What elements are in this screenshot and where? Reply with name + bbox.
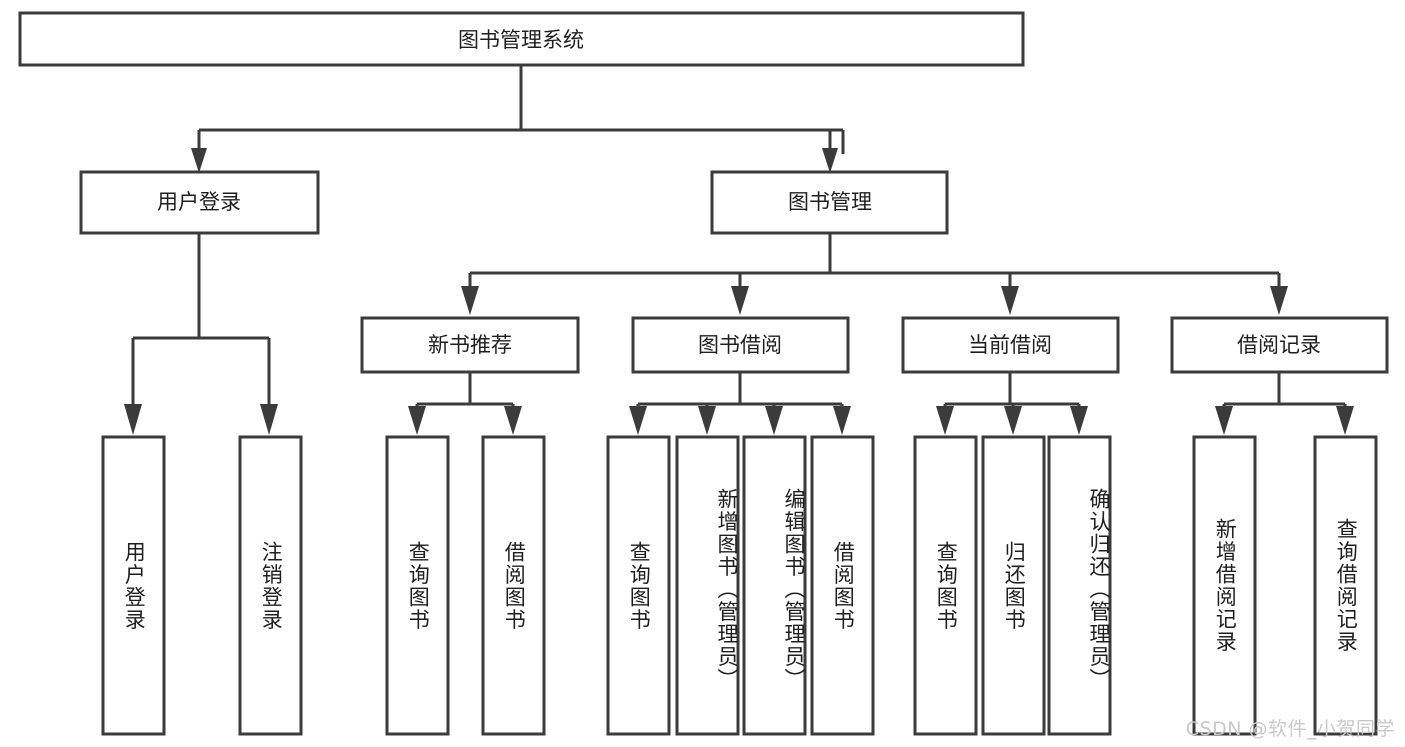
arrow-head-icon: [822, 148, 838, 173]
node-leaf-logout[interactable]: [238, 435, 303, 736]
arrow-head-icon: [629, 406, 647, 435]
connector-current-borrow-to-leaves: [936, 372, 1088, 435]
arrow-head-icon: [260, 404, 278, 435]
node-user-login[interactable]: 用户登录: [79, 170, 320, 235]
connector-user-login-to-leaves: [124, 233, 278, 435]
node-current-borrow[interactable]: 当前借阅: [901, 316, 1120, 374]
node-borrow-record-label: 借阅记录: [1237, 333, 1321, 357]
connector-new-book-rec-to-leaves: [408, 372, 522, 435]
arrow-head-icon: [936, 406, 954, 435]
arrow-head-icon: [765, 406, 783, 435]
arrow-head-icon: [833, 406, 851, 435]
node-leaf-query-book-2[interactable]: [606, 435, 671, 736]
node-new-book-rec[interactable]: 新书推荐: [360, 316, 580, 374]
arrow-head-icon: [1001, 286, 1019, 315]
node-user-login-label: 用户登录: [157, 190, 241, 214]
node-book-manage-label: 图书管理: [788, 190, 872, 214]
node-root[interactable]: 图书管理系统: [18, 11, 1025, 67]
node-leaf-borrow-book-2[interactable]: [810, 435, 875, 736]
arrow-head-icon: [1070, 406, 1088, 435]
node-leaf-edit-book[interactable]: [742, 435, 807, 736]
node-leaf-borrow-book-1[interactable]: [481, 435, 546, 736]
watermark-text: CSDN @软件_小贺同学: [1185, 718, 1395, 740]
arrow-head-icon: [504, 406, 522, 435]
node-leaf-user-login[interactable]: [101, 435, 166, 736]
arrow-head-icon: [698, 406, 716, 435]
node-book-borrow[interactable]: 图书借阅: [631, 316, 850, 374]
node-root-label: 图书管理系统: [458, 28, 584, 52]
arrow-head-icon: [461, 286, 479, 315]
connector-book-borrow-to-leaves: [629, 372, 851, 435]
node-new-book-rec-label: 新书推荐: [428, 333, 512, 357]
connector-borrow-record-to-leaves: [1215, 372, 1354, 435]
arrow-head-icon: [124, 404, 142, 435]
arrow-head-icon: [408, 406, 426, 435]
node-book-manage[interactable]: 图书管理: [710, 170, 949, 235]
node-leaf-query-book-3[interactable]: [913, 435, 978, 736]
node-leaf-query-record[interactable]: [1313, 435, 1378, 736]
arrow-head-icon: [191, 148, 207, 173]
connector-book-manage-to-level2: [461, 233, 1288, 315]
arrow-head-icon: [1215, 406, 1233, 435]
node-leaf-add-book[interactable]: [675, 435, 740, 736]
node-leaf-add-record[interactable]: [1192, 435, 1257, 736]
node-book-borrow-label: 图书借阅: [698, 333, 782, 357]
node-borrow-record[interactable]: 借阅记录: [1170, 316, 1389, 374]
node-leaf-confirm-return[interactable]: [1047, 435, 1112, 736]
node-leaf-query-book-1[interactable]: [385, 435, 450, 736]
node-leaf-return-book[interactable]: [981, 435, 1046, 736]
arrow-head-icon: [1004, 406, 1022, 435]
node-current-borrow-label: 当前借阅: [968, 333, 1052, 357]
arrow-head-icon: [731, 286, 749, 315]
arrow-head-icon: [1336, 406, 1354, 435]
arrow-head-icon: [1270, 286, 1288, 315]
connector-root-to-level1: [191, 65, 845, 173]
